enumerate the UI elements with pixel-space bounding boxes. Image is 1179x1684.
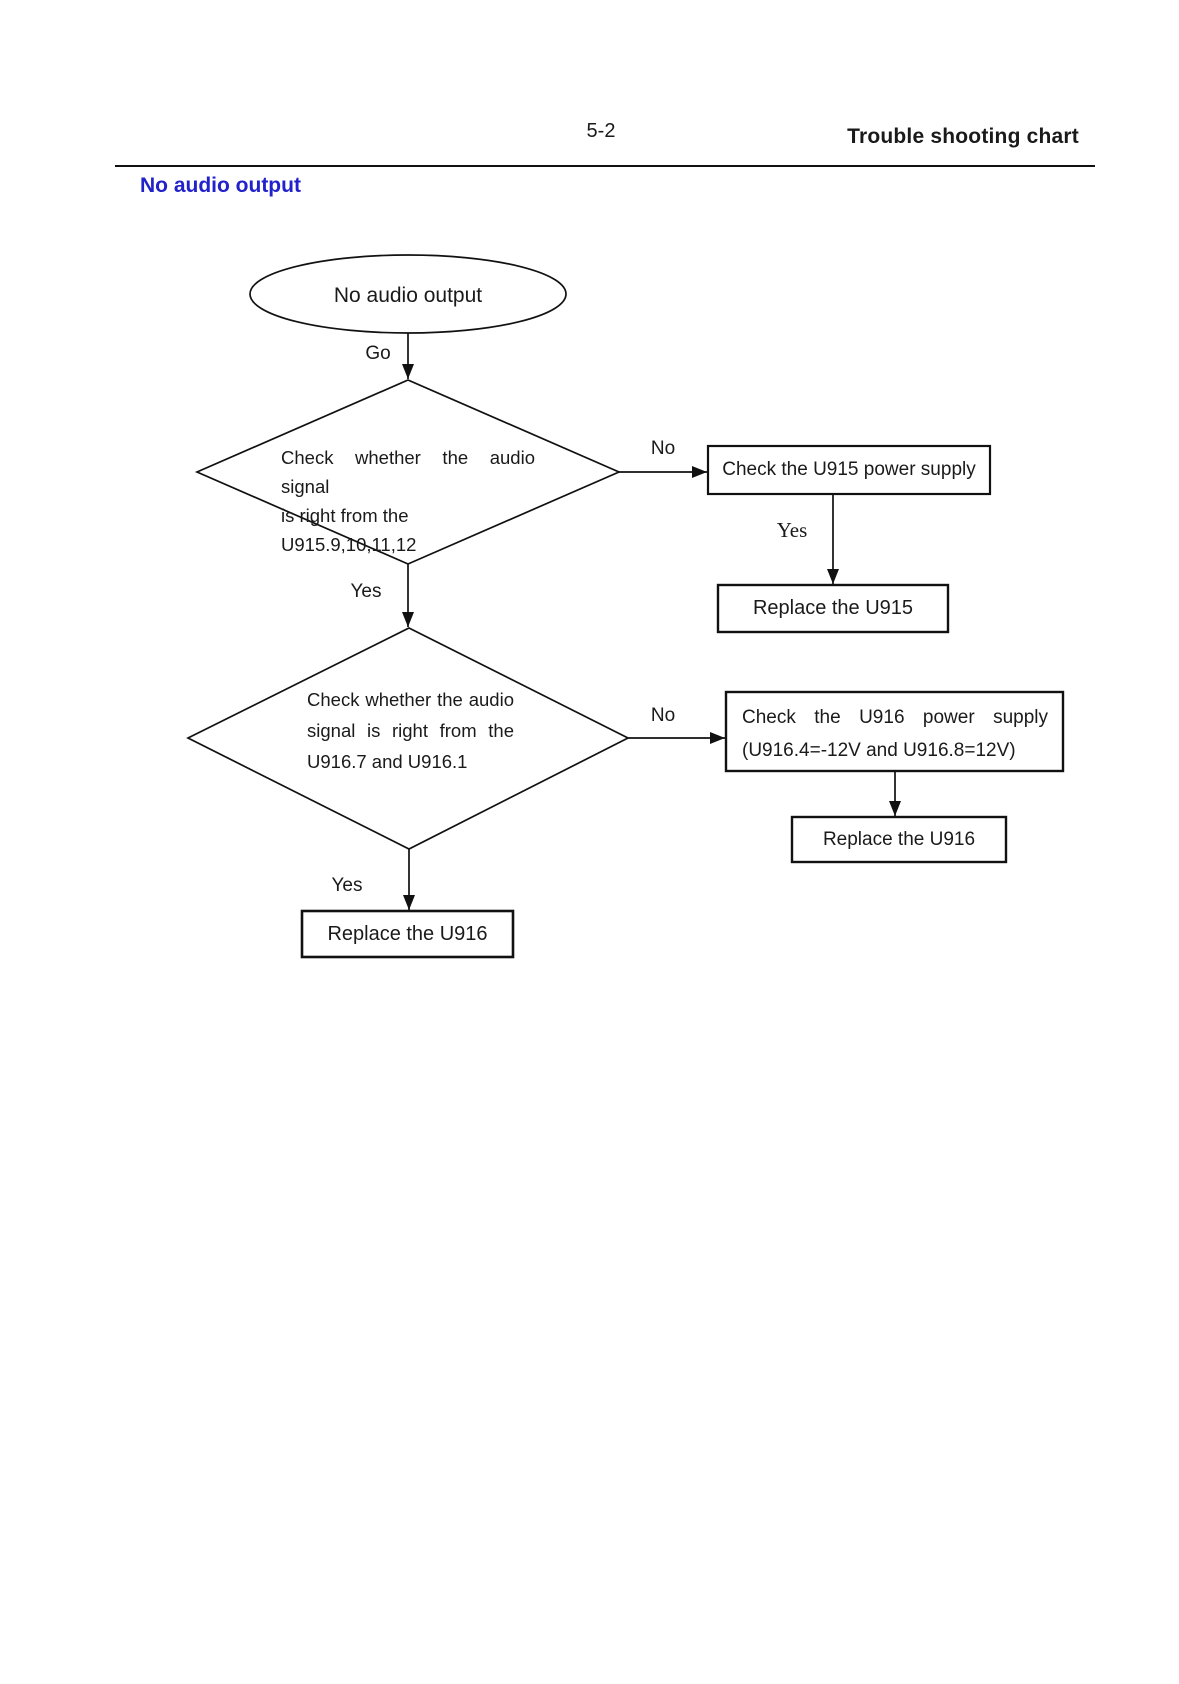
section-title: No audio output: [140, 174, 301, 197]
u916-power-line2: (U916.4=-12V and U916.8=12V): [742, 740, 1016, 761]
u916-power-line1: Check the U916 power supply: [742, 707, 1048, 728]
replace-u915-box: [716, 583, 950, 634]
u916-power-box: [724, 690, 1065, 773]
header-divider: [115, 165, 1095, 167]
u915-power-box: [706, 444, 992, 496]
edge-label-decision1-no: No: [650, 438, 676, 459]
edge-label-go: Go: [365, 343, 391, 364]
decision1-line1: Check whether the audio signal: [281, 447, 535, 497]
decision2-line2: signal is right from the: [307, 720, 514, 741]
decision2-label: Check whether the audio signal is right …: [307, 684, 514, 777]
u915-power-label: Check the U915 power supply: [722, 459, 976, 480]
start-node-label: No audio output: [333, 284, 483, 307]
page-header-title: Trouble shooting chart: [847, 125, 1079, 148]
edge-label-decision2-no: No: [650, 705, 676, 726]
replace-u916-bottom-label: Replace the U916: [327, 922, 488, 945]
u916-power-label: Check the U916 power supply (U916.4=-12V…: [742, 701, 1048, 767]
edge-label-decision1-yes: Yes: [350, 581, 382, 602]
edge-label-u915-yes: Yes: [776, 518, 808, 542]
replace-u916-right-label: Replace the U916: [822, 828, 976, 850]
page-number: 5-2: [586, 120, 616, 142]
decision2-line3: U916.7 and U916.1: [307, 751, 468, 772]
edge-label-decision2-yes: Yes: [331, 875, 363, 896]
replace-u915-label: Replace the U915: [752, 597, 914, 619]
decision2-line1: Check whether the audio: [307, 689, 514, 710]
decision1-line2: is right from the U915.9,10,11,12: [281, 505, 417, 555]
replace-u916-right-box: [790, 815, 1008, 864]
replace-u916-bottom-box: [300, 909, 515, 959]
decision1-label: Check whether the audio signal is right …: [281, 443, 535, 559]
